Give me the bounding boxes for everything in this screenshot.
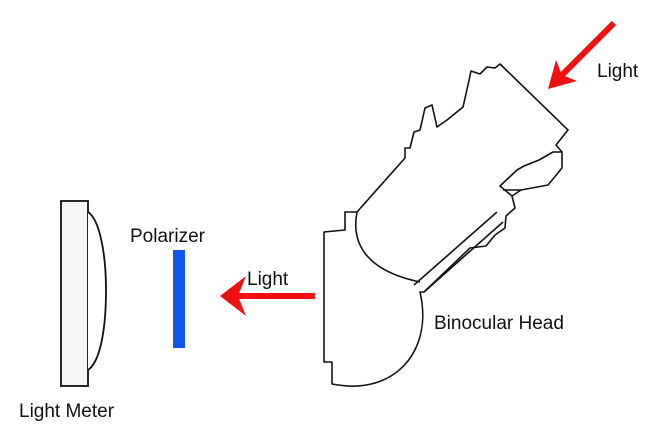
light-label-top: Light <box>597 61 639 82</box>
arrow-icon <box>220 276 315 316</box>
light-meter-sensor-dome <box>87 211 107 371</box>
polarizer-label: Polarizer <box>130 226 206 247</box>
light-meter-body <box>60 200 89 387</box>
light-meter-label: Light Meter <box>19 401 115 422</box>
light-meter <box>60 200 107 387</box>
binocular-head-icon <box>323 63 569 387</box>
binocular-head-label: Binocular Head <box>434 313 564 334</box>
light-label-middle: Light <box>247 269 289 290</box>
polarizer-plate <box>173 250 185 348</box>
arrow-icon <box>548 20 617 89</box>
